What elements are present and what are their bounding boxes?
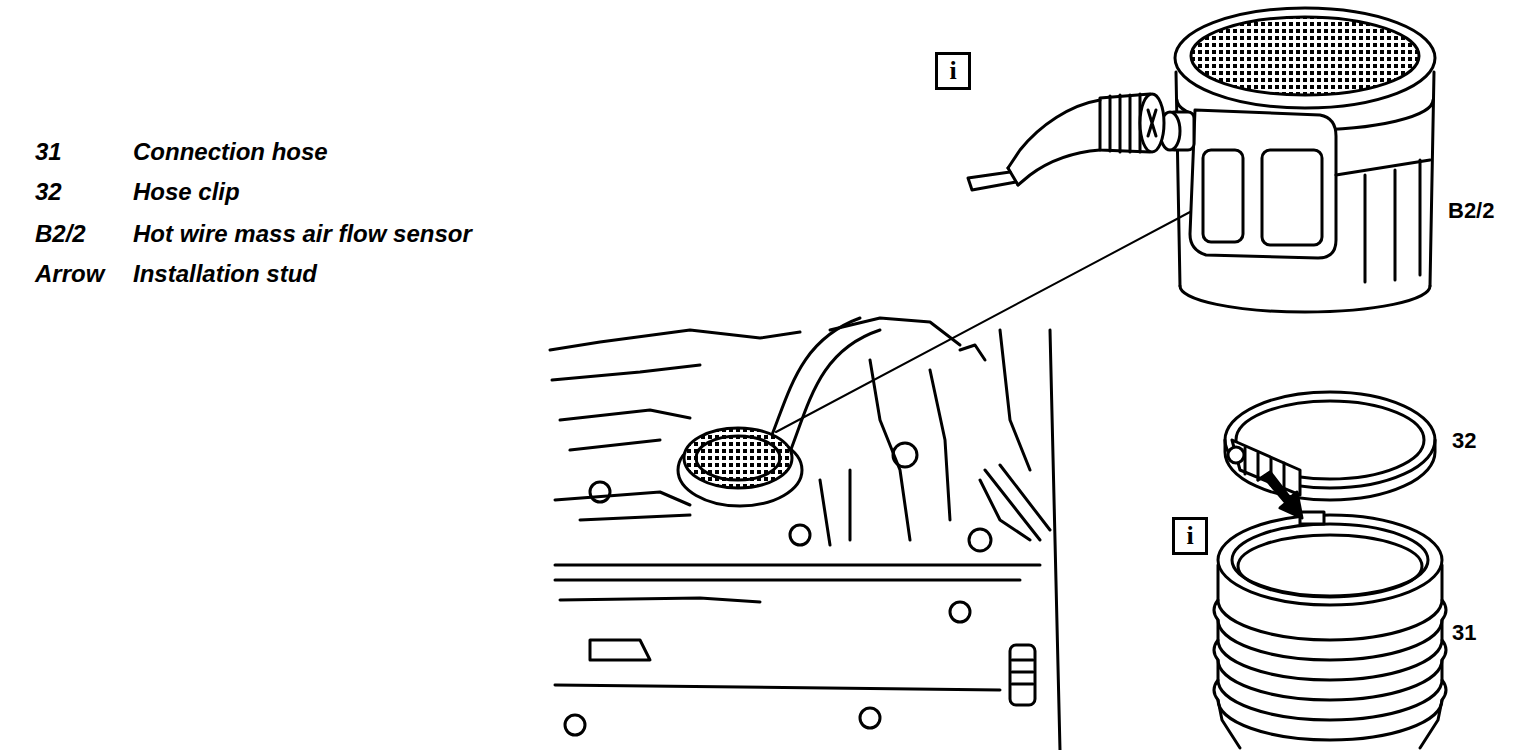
line-art (1180, 286, 1430, 312)
line-art (1000, 465, 1050, 530)
line-art (790, 330, 880, 452)
line-art (1218, 640, 1442, 680)
line-art (893, 443, 917, 467)
line-art (1218, 515, 1442, 605)
line-art (968, 172, 1016, 190)
line-art (1258, 472, 1302, 518)
legend-text: Installation stud (133, 260, 317, 288)
callout-number: 31 (1452, 620, 1476, 645)
line-art (555, 579, 1020, 582)
line-art (1050, 330, 1060, 750)
electrical-plug-drawing (968, 94, 1164, 190)
legend-text: Hot wire mass air flow sensor (133, 220, 472, 248)
line-art (590, 640, 650, 660)
line-art (1300, 512, 1324, 524)
line-art (1008, 100, 1100, 168)
line-art (790, 525, 810, 545)
line-art (950, 602, 970, 622)
info-icon: i (935, 52, 971, 90)
line-art (980, 480, 1030, 540)
line-art (1228, 447, 1244, 463)
line-art (1365, 160, 1420, 282)
line-art (860, 708, 880, 728)
line-art (1218, 620, 1442, 660)
line-art (1148, 110, 1156, 136)
line-art (960, 345, 985, 360)
line-art (1218, 700, 1442, 740)
line-art (1232, 524, 1428, 596)
line-art (930, 370, 950, 520)
line-art (1218, 680, 1442, 720)
line-art (1010, 645, 1035, 705)
connection-hose-drawing (1214, 472, 1446, 748)
line-art (1336, 160, 1430, 175)
line-art (550, 330, 800, 350)
engine-illustration (550, 212, 1190, 750)
legend-number: B2/2 (35, 220, 86, 248)
line-art (1190, 110, 1336, 258)
info-symbol: i (949, 58, 956, 84)
line-art (560, 598, 760, 602)
line-art (1203, 150, 1243, 242)
line-art (555, 564, 1040, 567)
line-art (590, 482, 610, 502)
line-art (969, 529, 991, 551)
line-art (1000, 330, 1030, 470)
legend-text: Hose clip (133, 178, 240, 206)
mass-air-flow-sensor-drawing (1160, 8, 1435, 312)
line-art (1238, 535, 1422, 597)
callout-number: B2/2 (1448, 198, 1494, 223)
line-art (570, 440, 660, 450)
callout-number: 32 (1452, 428, 1476, 453)
line-art (1140, 94, 1164, 152)
line-art (565, 715, 585, 735)
line-art (696, 436, 780, 480)
line-art (1225, 440, 1435, 500)
line-art (555, 492, 690, 505)
line-art (580, 515, 690, 520)
line-art (776, 212, 1190, 432)
legend-number: 32 (35, 178, 62, 206)
legend-text: Connection hose (133, 138, 328, 166)
line-art (1218, 660, 1442, 700)
info-icon: i (1172, 517, 1208, 555)
hose-clip-drawing (1225, 392, 1435, 500)
line-art (555, 685, 1000, 690)
line-art (770, 318, 860, 440)
line-art (820, 480, 830, 545)
line-art (1012, 660, 1033, 684)
line-art (684, 428, 792, 488)
line-art (552, 365, 700, 380)
line-art (870, 360, 910, 540)
line-art (560, 410, 690, 420)
line-art (1110, 94, 1140, 152)
legend-number: 31 (35, 138, 62, 166)
line-art (1191, 17, 1419, 95)
line-art (849, 470, 852, 540)
legend-number: Arrow (35, 260, 104, 288)
info-symbol: i (1186, 523, 1193, 549)
line-art (1262, 150, 1322, 245)
line-art (1018, 150, 1100, 185)
line-art (1175, 8, 1435, 108)
